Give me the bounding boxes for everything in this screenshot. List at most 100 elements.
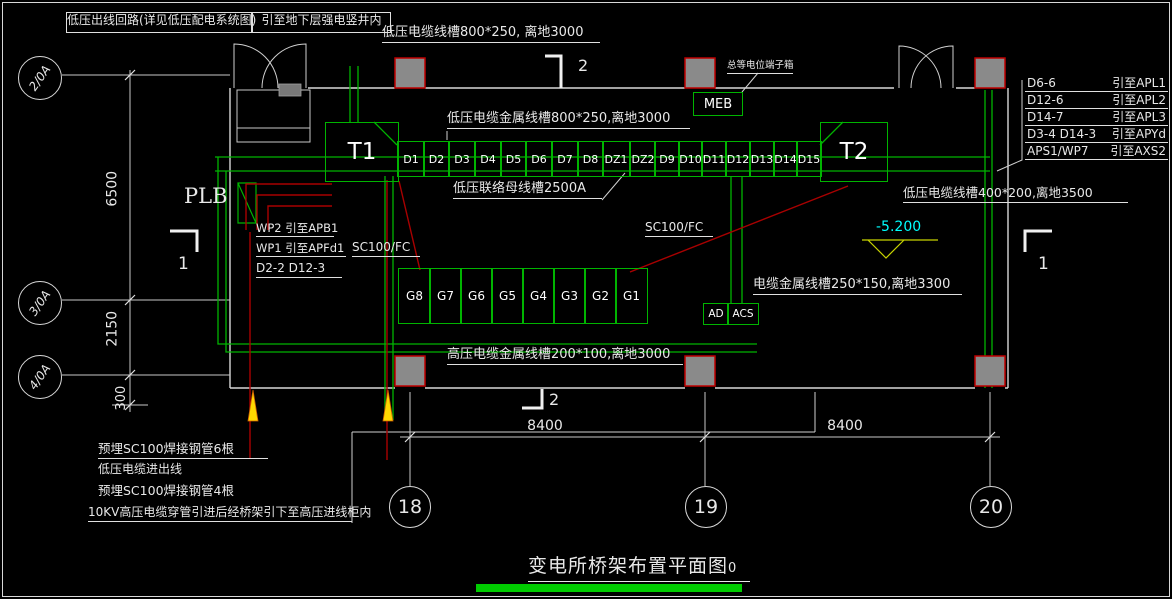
drawing-title: 变电所桥架布置平面图0 [528,555,750,582]
drawing-title-suffix: 0 [728,561,738,576]
panel-cell: D2 [423,141,450,177]
label-sc100-right: SC100/FC [645,220,713,237]
transformer-t2-label: T2 [839,139,869,165]
grid-bubble-label: 4/0A [26,361,54,393]
panel-cell: D9 [654,141,680,177]
panel-cell: D10 [678,141,703,177]
cable-riser-brackets [245,183,332,230]
grid-bubble-19: 19 [685,486,727,528]
dimension-ticks [124,69,996,443]
panel-cell: D3 [448,141,476,177]
small-room [236,89,311,143]
label-wp1: WP1 引至APFd1 [256,241,346,258]
note-lv-cables: 低压电缆进出线 [98,462,183,476]
hv-cell: G8 [398,268,431,324]
elevation-marker [862,239,938,259]
title-underline-bar [476,584,742,592]
panel-cell: D13 [749,141,775,177]
panel-cell: DZ1 [602,141,630,177]
cable-entry-arrows [247,389,394,422]
circuit-id: D3-4 D14-3 [1027,126,1097,141]
circuit-dest: 引至APL3 [1112,109,1166,124]
label-wp2: WP2 引至APB1 [256,221,338,238]
section-2-top: 2 [578,56,589,75]
panel-cell: D12 [725,141,751,177]
circuit-dest: 引至APL2 [1112,92,1166,107]
circuit-id: D14-7 [1027,109,1064,124]
small-panel-box [278,83,302,97]
walls [229,87,1009,389]
note-10kv: 10KV高压电缆穿管引进后经桥架引下至高压进线柜内 [88,505,371,522]
leader-lines [351,72,1023,523]
grid-bubble-label: 3/0A [26,287,54,319]
grid-bubble-3-0a: 3/0A [18,281,62,325]
hv-cell: G6 [460,268,493,324]
note-to-shaft: 引至地下层强电竖井内 [252,12,391,33]
note-outlet-loop: 低压出线回路(详见低压配电系统图) [66,12,256,33]
label-sc100-left: SC100/FC [352,240,420,257]
circuit-row: D12-6 引至APL2 [1025,92,1168,109]
label-plb: PLB [184,184,228,208]
panel-cell: D5 [500,141,527,177]
hv-cell: G7 [429,268,462,324]
panel-cell: D1 [397,141,425,177]
dim-6500: 6500 [104,170,121,207]
label-busway: 低压联络母线槽2500A [453,181,602,200]
panel-cell: D15 [796,141,822,177]
grid-bubble-20: 20 [970,486,1012,528]
label-tray-400: 低压电缆线槽400*200,离地3500 [903,185,1128,203]
dim-300: 300 [113,385,129,411]
label-d-feeders: D2-2 D12-3 [256,261,342,278]
section-2-bottom: 2 [549,390,560,409]
panel-cell: D6 [525,141,553,177]
drawing-title-text: 变电所桥架布置平面图 [528,555,729,577]
box-acs: ACS [727,303,759,325]
columns [394,57,1006,387]
circuit-dest: 引至APL1 [1112,75,1166,90]
panel-cell: D4 [474,141,502,177]
circuit-id: D12-6 [1027,92,1064,107]
grid-bubble-label: 20 [978,496,1004,518]
panel-cell: D11 [701,141,727,177]
label-tray-250: 电缆金属线槽250*150,离地3300 [753,277,962,296]
grid-bubble-label: 2/0A [26,62,54,94]
section-1-left: 1 [178,254,189,274]
grid-bubble-18: 18 [389,486,431,528]
hv-cell: G1 [615,268,648,324]
circuit-table: D6-6 引至APL1 D12-6 引至APL2 D14-7 引至APL3 D3… [1025,75,1168,160]
note-pipe6: 预埋SC100焊接钢管6根 [98,441,268,459]
transformer-t1-label: T1 [347,139,377,165]
dim-8400-right: 8400 [827,418,863,434]
note-pipe4: 预埋SC100焊接钢管4根 [98,483,234,498]
transformer-t2: T2 [820,122,888,182]
grid-bubble-label: 18 [397,496,423,518]
circuit-id: D6-6 [1027,75,1056,90]
panel-cell: D7 [551,141,579,177]
transformer-t1: T1 [325,122,399,182]
circuit-dest: 引至AXS2 [1110,143,1166,158]
box-meb: MEB [693,92,743,116]
grid-bubble-label: 19 [693,496,719,518]
panel-cell: D8 [577,141,604,177]
elevation-value: -5.200 [876,219,922,235]
circuit-dest: 引至APYd [1111,126,1166,141]
dim-8400-left: 8400 [527,418,563,434]
circuit-row: APS1/WP7 引至AXS2 [1025,143,1168,160]
label-tray-800-mid: 低压电缆金属线槽800*250,离地3000 [447,111,690,130]
circuit-row: D6-6 引至APL1 [1025,75,1168,92]
door-arcs [233,43,954,89]
hv-cell: G5 [491,268,524,324]
hv-cable-lines [249,180,849,460]
grid-bubble-4-0a: 4/0A [18,355,62,399]
panel-cell: D14 [773,141,798,177]
box-ad: AD [703,303,729,325]
label-tray-200: 高压电缆金属线槽200*100,离地3000 [447,347,683,366]
hv-cell: G3 [553,268,586,324]
circuit-row: D14-7 引至APL3 [1025,109,1168,126]
dim-2150: 2150 [104,310,121,347]
hv-cell: G2 [584,268,617,324]
riser-hatch-box [237,182,257,224]
